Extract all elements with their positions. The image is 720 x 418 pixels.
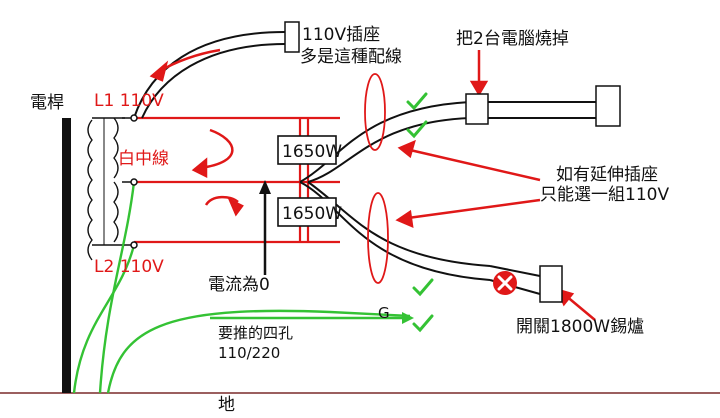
label-ground: 地	[218, 395, 235, 415]
plug-computers	[465, 93, 489, 125]
label-neutral: 白中線	[118, 149, 169, 169]
check-icon	[406, 92, 434, 333]
outlet-110v	[284, 21, 300, 53]
label-ground-tag: G	[378, 304, 390, 322]
current-flow-arrows	[149, 48, 244, 217]
label-l2: L2 110V	[94, 257, 164, 277]
label-computers-burned: 把2台電腦燒掉	[456, 29, 569, 49]
arrow-icon	[402, 312, 414, 324]
label-extension-line2: 只能選一組110V	[540, 185, 669, 205]
outlet-cable	[133, 31, 286, 119]
load-box-bottom	[277, 197, 337, 227]
plug-extension	[595, 85, 621, 127]
pointer-arrows	[210, 50, 596, 321]
label-outlet-110: 110V插座	[302, 25, 380, 45]
arrow-icon	[259, 180, 271, 194]
label-four-hole-line1: 要推的四孔	[218, 324, 293, 342]
label-pole: 電桿	[30, 93, 64, 113]
load-box-top	[277, 135, 337, 165]
label-l1: L1 110V	[94, 91, 164, 111]
cross-icon	[493, 271, 517, 295]
branch-cables	[299, 101, 491, 281]
label-load-bottom: 1650W	[282, 204, 342, 224]
transformer-coil-icon	[87, 117, 125, 261]
label-heater: 開關1800W錫爐	[516, 317, 644, 337]
highlight-ellipse-top	[364, 73, 386, 151]
label-outlet-note: 多是這種配線	[300, 47, 402, 67]
neutral-wires	[72, 181, 411, 394]
plug-heater	[539, 265, 563, 303]
highlight-ellipse-bottom	[367, 192, 389, 284]
label-four-hole-line2: 110/220	[218, 344, 280, 362]
label-load-top: 1650W	[282, 142, 342, 162]
label-extension-line1: 如有延伸插座	[556, 165, 658, 185]
label-current-zero: 電流為0	[208, 275, 270, 295]
utility-pole	[62, 118, 71, 393]
